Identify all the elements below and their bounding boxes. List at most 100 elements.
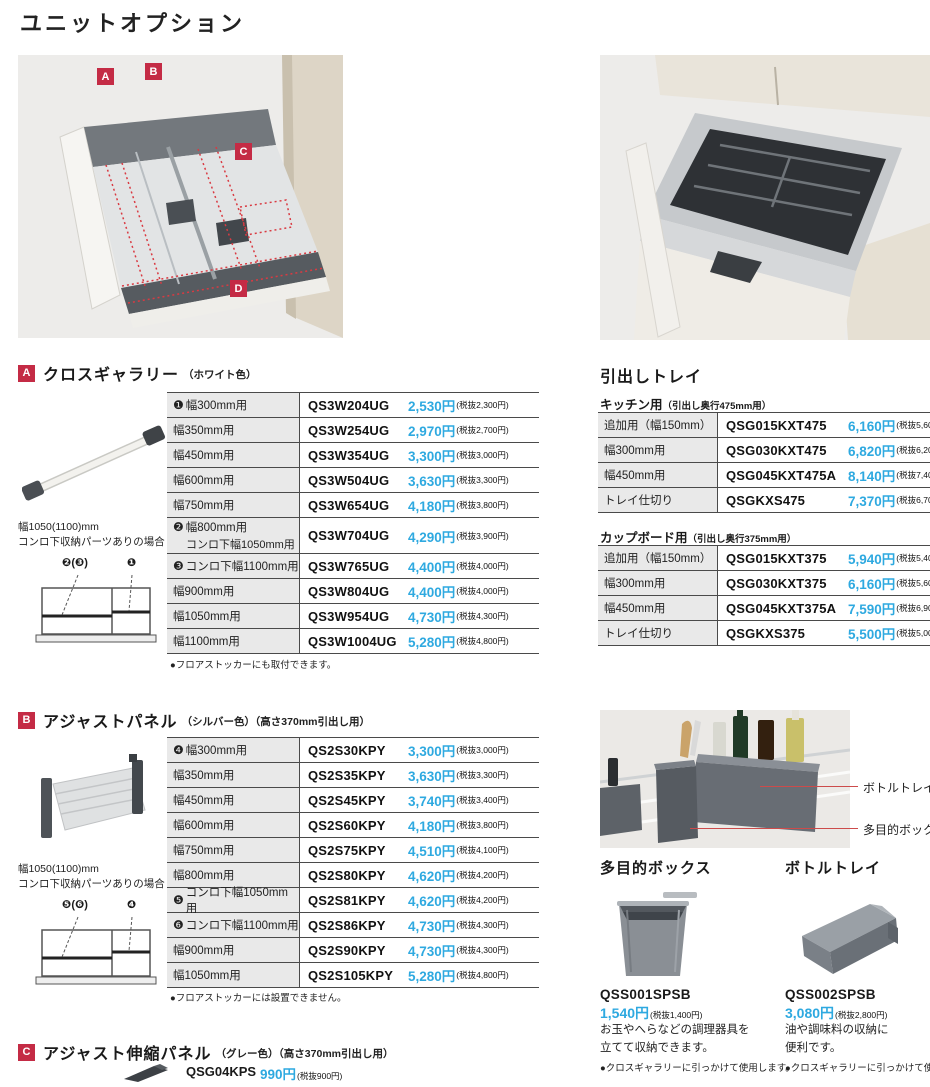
desc-line2: 便利です。 <box>785 1042 842 1054</box>
row-price: 5,280円(税抜4,800円) <box>408 969 509 984</box>
row-price: 3,300円(税抜3,000円) <box>408 744 509 759</box>
table-row: 幅450mm用 QS3W354UG 3,300円(税抜3,000円) <box>167 443 539 468</box>
row-product-code: QS2S105KPY <box>308 967 394 983</box>
row-price: 2,530円(税抜2,300円) <box>408 399 509 414</box>
product1-code: QSS001SPSB <box>600 987 691 1002</box>
desc-line1: 油や調味料の収納に <box>785 1024 889 1036</box>
row-product-code: QS2S60KPY <box>308 817 386 833</box>
section-c-badge: C <box>18 1043 35 1061</box>
row-size-label: 幅900mm用 <box>167 938 300 962</box>
table-row: 追加用（幅150mm） QSG015KXT375 5,940円(税抜5,400円) <box>598 546 930 571</box>
row-product-code: QS3W354UG <box>308 447 390 463</box>
table-row: 幅1050mm用 QS2S105KPY 5,280円(税抜4,800円) <box>167 963 539 988</box>
product1-price: 1,540円(税抜1,400円) <box>600 1003 702 1023</box>
diagram-drawing <box>35 916 157 985</box>
kitchen-subtitle: （引出し奥行475mm用） <box>662 401 772 412</box>
row-size-label: 幅750mm用 <box>167 493 300 517</box>
row-price: 6,160円(税抜5,600円) <box>848 577 930 592</box>
cupboard-table-title: カップボード用（引出し奥行375mm用） <box>600 527 796 546</box>
row-product-code: QS2S86KPY <box>308 917 386 933</box>
callout-line-bottle-tray <box>760 786 858 787</box>
section-b-subtitle: （シルバー色）（高さ370mm引出し用） <box>181 716 371 728</box>
row-size-label: 追加用（幅150mm） <box>598 546 718 570</box>
row-size-label: 幅1050mm用 <box>167 963 300 987</box>
row-product-code: QSG030KXT375 <box>726 575 827 591</box>
row-size-label: トレイ仕切り <box>598 488 718 512</box>
row-price: 4,400円(税抜4,000円) <box>408 560 509 575</box>
row-price: 4,730円(税抜4,300円) <box>408 610 509 625</box>
row-product-code: QS3W704UG <box>308 528 390 543</box>
product1-note: ●クロスギャラリーに引っかけて使用します。 <box>600 1063 795 1074</box>
row-price: 4,730円(税抜4,300円) <box>408 919 509 934</box>
row-price: 3,300円(税抜3,000円) <box>408 449 509 464</box>
row-product-code: QS3W504UG <box>308 472 390 488</box>
row-price: 3,630円(税抜3,300円) <box>408 474 509 489</box>
desc-line2: 立てて収納できます。 <box>600 1042 714 1054</box>
cutlery-drawer-illustration <box>600 55 930 340</box>
section-a-header: A クロスギャラリー （ホワイト色） <box>18 361 257 385</box>
row-product-code: QSG030KXT475 <box>726 442 827 458</box>
section-b-title: アジャストパネル <box>43 714 178 731</box>
diagram-drawing <box>35 574 157 643</box>
kitchen-title: キッチン用 <box>600 398 663 412</box>
row-product-code: QSGKXS475 <box>726 492 806 508</box>
bottle-tray-photo <box>600 710 850 848</box>
row-product-code: QS2S75KPY <box>308 842 386 858</box>
section-a-note: ●フロアストッカーにも取付できます。 <box>170 660 337 671</box>
row-product-code: QS3W254UG <box>308 422 390 438</box>
product2-image <box>790 892 910 985</box>
diagram-label-left: ❷(❸) <box>62 557 88 569</box>
row-price: 7,370円(税抜6,700円) <box>848 494 930 509</box>
table-row: 幅900mm用 QS2S90KPY 4,730円(税抜4,300円) <box>167 938 539 963</box>
cutlery-tray-photo <box>600 55 930 340</box>
product1-image <box>605 880 705 987</box>
caption-line1: 幅1050(1100)mm <box>18 863 99 875</box>
caption-line1: 幅1050(1100)mm <box>18 521 99 533</box>
row-product-code: QS2S30KPY <box>308 742 386 758</box>
row-price: 4,400円(税抜4,000円) <box>408 585 509 600</box>
diagram-label-left: ❺(❻) <box>62 899 88 911</box>
row-price: 3,630円(税抜3,300円) <box>408 769 509 784</box>
drawer-options-photo: A B C D <box>18 55 343 338</box>
row-size-label: 幅900mm用 <box>167 579 300 603</box>
section-c-subtitle: （グレー色）（高さ370mm引出し用） <box>215 1048 394 1060</box>
diagram-label-right: ❹ <box>127 899 137 911</box>
price-value: 3,080円 <box>785 1005 835 1021</box>
kitchen-table-title: キッチン用（引出し奥行475mm用） <box>600 394 771 413</box>
section-c-code: QSG04KPS <box>186 1064 257 1079</box>
row-size-label: 幅450mm用 <box>167 443 300 467</box>
section-b-caption: 幅1050(1100)mm コンロ下収納パーツありの場合 <box>18 862 165 892</box>
row-product-code: QS2S90KPY <box>308 942 386 958</box>
row-price: 4,510円(税抜4,100円) <box>408 844 509 859</box>
row-price: 4,730円(税抜4,300円) <box>408 944 509 959</box>
circled-number: ❻ <box>173 918 184 932</box>
row-product-code: QSG015KXT375 <box>726 550 827 566</box>
drawer-illustration <box>18 55 343 338</box>
marker-c: C <box>235 143 252 160</box>
callout-label-bottle-tray: ボトルトレイ <box>863 781 930 795</box>
row-price: 5,940円(税抜5,400円) <box>848 552 930 567</box>
product2-price: 3,080円(税抜2,800円) <box>785 1003 887 1023</box>
row-product-code: QS3W954UG <box>308 608 390 624</box>
row-price: 4,180円(税抜3,800円) <box>408 819 509 834</box>
section-a-subtitle: （ホワイト色） <box>183 369 257 381</box>
row-size-label: 幅350mm用 <box>167 763 300 787</box>
row-product-code: QS2S81KPY <box>308 892 386 908</box>
